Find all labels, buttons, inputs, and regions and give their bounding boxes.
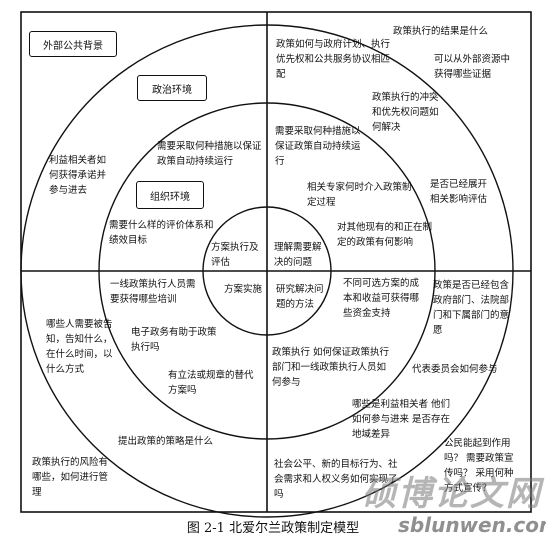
q4-mid-text-a: 政策执行 如何保证政策执行部门和一线政策执行人员如何参与 [272, 347, 390, 388]
q1-inner-text-a: 相关专家何时介入政策制定过程 [307, 182, 412, 208]
inner-circle [202, 206, 332, 336]
org-env-label: 组织环境 [136, 181, 204, 209]
q1-inner-text-b: 对其他现有的和正在制定的政策有何影响 [337, 222, 433, 248]
q4-mid-text-e: 社会公平、新的目标行为、社会需求和人权义务如何实现了吗 [274, 459, 398, 500]
center-text-implementation: 方案实施 [224, 284, 263, 295]
q3-mid-text-c: 有立法或规章的替代方案吗 [168, 370, 254, 396]
q2-mid-text-a: 需要采取何种措施以保证政策自动持续运行 [157, 141, 262, 167]
q1-mid-text-b: 政策执行的冲突和优先权问题如何解决 [372, 92, 439, 133]
figure-caption: 图 2-1 北爱尔兰政策制定模型 [186, 521, 360, 536]
q4-inner-text-a: 不同可选方案的成本和收益可获得哪些资金支持 [343, 278, 420, 319]
q1-outer-text-b: 可以从外部资源中获得哪些证据 [434, 54, 511, 80]
center-text-understand-problem: 理解需要解决的问题 [274, 242, 322, 268]
watermark-url: sblunwen.com [398, 513, 546, 537]
outer-context-label: 外部公共背景 [29, 31, 117, 57]
q2-outer-text-a: 利益相关者如何获得承诺并参与进去 [49, 155, 107, 196]
q4-mid-text-d: 公民能起到作用吗？ 需要政策宣传吗？ 采用何种方式宣传？ [444, 438, 514, 494]
q4-mid-text-b: 代表委员会如何参与 [412, 364, 498, 375]
middle-circle [98, 102, 436, 440]
center-text-research-methods: 研究解决问题的方法 [276, 284, 324, 310]
q1-mid-text-c: 需要采取何种措施以保证政策自动持续运行 [275, 126, 361, 167]
q3-outer-text-b: 政策执行的风险有哪些，如何进行管理 [32, 457, 109, 498]
q3-mid-text-d: 提出政策的策略是什么 [118, 436, 214, 447]
q3-mid-text-a: 一线政策执行人员需要获得哪些培训 [110, 279, 196, 305]
q1-outer-text-a: 政策执行的结果是什么 [393, 26, 489, 37]
q1-mid-text-a: 政策如何与政府计划、执行优先权和公共服务协议相匹配 [276, 39, 391, 80]
q4-mid-text-c: 哪些是利益相关者 他们如何参与进来 是否存在地域差异 [352, 399, 451, 440]
q2-inner-text-a: 需要什么样的评价体系和绩效目标 [109, 220, 214, 246]
q3-mid-text-b: 电子政务有助于政策执行吗 [131, 327, 217, 353]
watermark-logo-text: 硕博论文网 [362, 474, 542, 514]
q1-outer-text-c: 是否已经展开相关影响评估 [430, 179, 488, 205]
outer-circle [20, 24, 514, 518]
center-text-evaluation: 方案执行及评估 [211, 242, 259, 268]
q4-outer-text-a: 政策是否已经包含政府部门、法院部门和下属部门的意愿 [433, 280, 510, 336]
political-env-label: 政治环境 [137, 75, 207, 101]
q3-outer-text-a: 哪些人需要被告知，告知什么，在什么时间，以什么方式 [46, 319, 113, 375]
